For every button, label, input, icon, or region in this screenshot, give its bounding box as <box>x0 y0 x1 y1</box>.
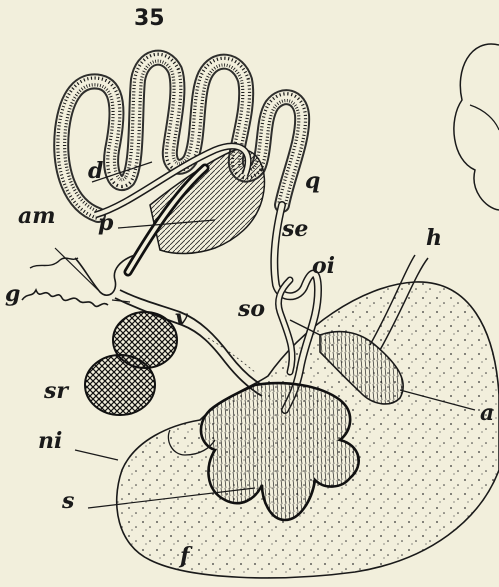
genital-pore <box>22 290 108 306</box>
label-so: so <box>238 298 265 320</box>
partial-organ-lobe <box>470 105 499 130</box>
partial-organ-edge <box>454 44 499 210</box>
seminal-receptacle <box>85 312 177 415</box>
label-am: am <box>18 205 56 227</box>
label-q: q <box>305 170 320 192</box>
label-ni: ni <box>38 430 62 452</box>
label-f: f <box>180 545 189 567</box>
penis <box>95 146 264 272</box>
label-oi: oi <box>312 255 335 277</box>
label-p: p <box>98 212 113 234</box>
label-h: h <box>426 227 442 249</box>
label-sr: sr <box>44 380 68 402</box>
label-v: v <box>175 307 188 329</box>
label-d: d <box>88 160 103 182</box>
label-s: s <box>62 490 74 512</box>
label-a: a <box>480 402 494 424</box>
figure-number: 35 <box>134 6 165 31</box>
label-g: g <box>5 283 20 305</box>
label-se: se <box>282 218 308 240</box>
